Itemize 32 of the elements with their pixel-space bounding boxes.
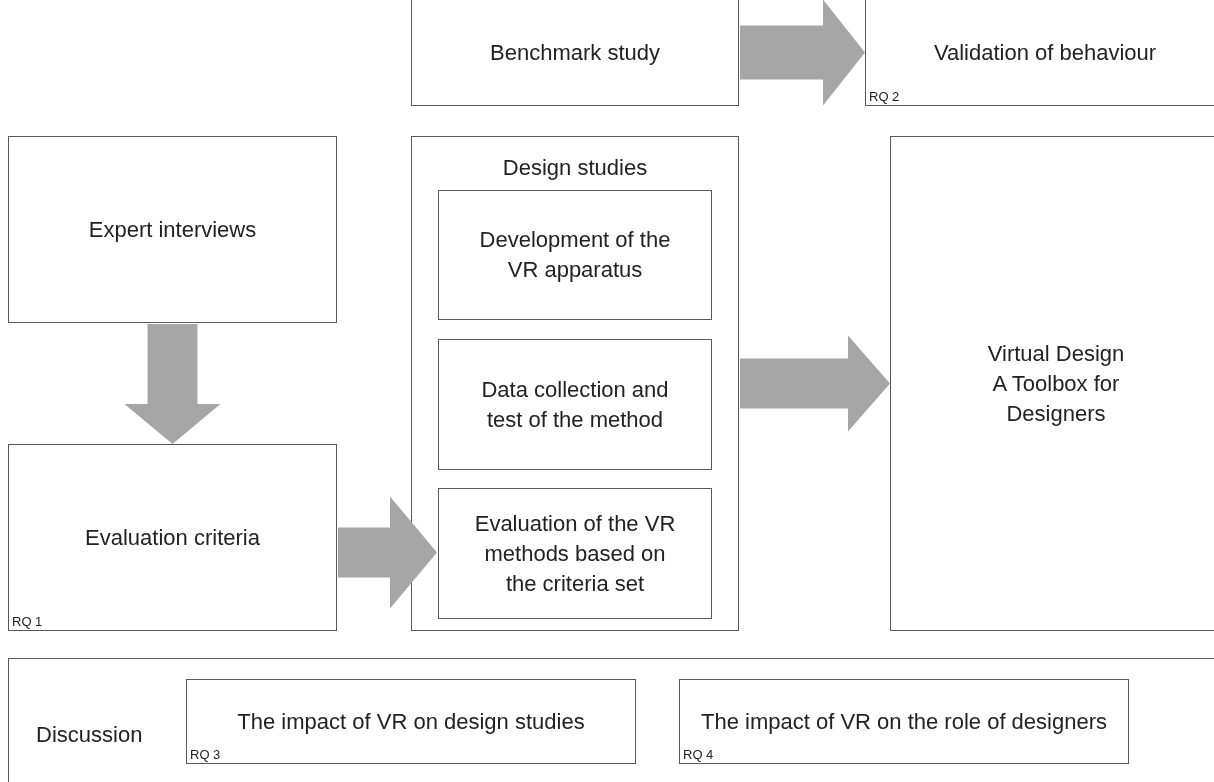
research-question-label: RQ 3 (190, 747, 221, 762)
box-label: The impact of VR on design studies (236, 707, 586, 736)
box-label: Expert interviews (87, 216, 258, 244)
research-question-label: RQ 2 (869, 89, 900, 104)
process-box (438, 339, 712, 470)
block-arrow (338, 496, 437, 609)
process-box (865, 0, 1214, 106)
research-question-label: RQ 4 (683, 747, 714, 762)
box-label: Development of the VR apparatus (478, 226, 672, 284)
group-title: Design studies (501, 154, 649, 182)
process-box (8, 444, 337, 631)
process-box (438, 190, 712, 320)
block-arrow (740, 0, 865, 106)
group-box (411, 136, 739, 631)
box-label: Evaluation criteria (84, 523, 261, 552)
box-label: Benchmark study (489, 38, 661, 67)
process-box (8, 136, 337, 323)
box-label: Virtual Design A Toolbox for Designers (986, 339, 1126, 428)
research-question-label: RQ 1 (12, 614, 43, 629)
process-box (186, 679, 636, 764)
process-box (679, 679, 1129, 764)
box-label: Data collection and test of the method (480, 375, 670, 434)
process-box (438, 488, 712, 619)
block-arrow (740, 335, 890, 432)
box-label: Discussion (36, 721, 143, 749)
box-label: Evaluation of the VR methods based on the criteria set (473, 509, 677, 598)
box-label: The impact of VR on the role of designers (700, 707, 1108, 736)
process-box (411, 0, 739, 106)
box-label: Validation of behaviour (932, 38, 1158, 67)
process-box (890, 136, 1214, 631)
group-box (8, 658, 1214, 782)
block-arrow (124, 324, 221, 444)
